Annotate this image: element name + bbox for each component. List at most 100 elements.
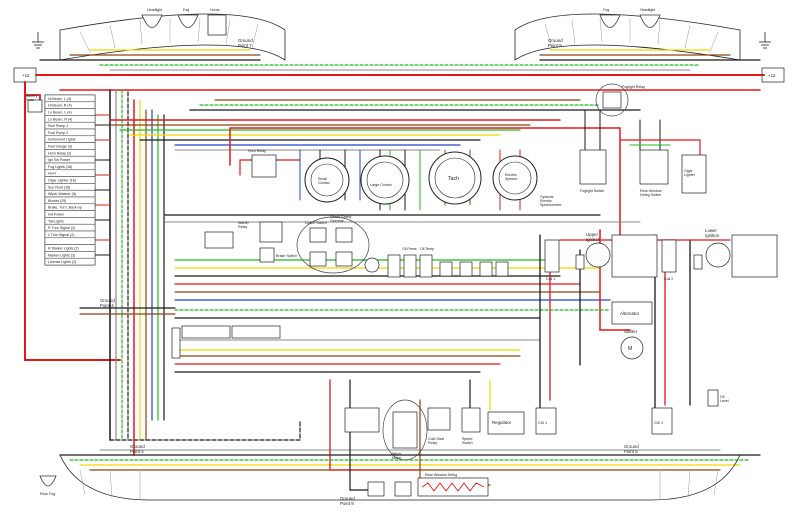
fuse-row-label: Horn [48,172,56,176]
fuse-row-label: Hi Beam, R (4) [48,104,72,108]
coil-2-label: Coil 2 [664,277,673,281]
horn-relay: Horn Relay [248,149,277,178]
rear-fog-label: Rear Fog [40,492,55,496]
foglight-right-icon [599,14,621,28]
fuse-row-label: License Lights (2) [48,260,76,264]
fuse-row-label: Lo Beam, L (4) [48,110,72,114]
brake-switch: Brake Switch [259,247,297,263]
horn-relay-label: Horn Relay [248,149,266,153]
rear-light-arc [59,454,741,501]
horn-left-icon [207,14,227,36]
fuse-row-label: Fog Lights (16) [48,165,72,169]
foglight-switch-label: Foglight Switch [580,189,604,193]
fuse-row-label: R Marker Lights (2) [48,246,79,250]
fuse-row-label: Lo Beam, R (4) [48,117,72,121]
foglight-switch: Foglight Switch [579,149,607,193]
fuse-row-label: R Turn Signal (2) [48,226,75,230]
fuse-rows: Hi Beam, L (4) Hi Beam, R (4) Lo Beam, L (… [44,94,96,266]
cdi-1: CDI 1 [535,407,557,435]
fuse-row-label: Brake, Turn, Back-up [48,206,82,210]
fuse-row-label: Marker Lights (3) [48,253,75,257]
fuse-row-label: Sun Roof (16) [48,185,70,189]
rear-defog-label: Rear Window Defog [425,473,457,477]
starter-label: Starter [624,329,638,334]
bottom-lamps: Rear Window Defog [367,473,489,497]
large-combo-label: Large Combo [370,183,392,187]
front-light-arc-right [514,13,741,61]
fuse-row [44,237,96,245]
front-light-arc-left [59,13,286,61]
fuse-row-label: Cigar Lighter (16) [48,178,76,182]
starter-motor: Starter M [620,329,644,360]
tach-gauge: Tach [428,151,482,205]
connector-row [171,231,281,359]
fuse-row-label: Ind Power [48,212,65,216]
fog-right-label: Fog [603,8,609,12]
coil-1-label: Coil 1 [546,277,555,281]
fuse-row-label: Fuel Gauge (3) [48,144,72,148]
headlight-right-icon [639,14,661,28]
ground-symbol-top-left [32,32,44,49]
oil-press-label: Oil Press [402,247,417,251]
clutch-switch-label: Clutch Switch [305,221,327,225]
alternator: Alternator [611,301,653,325]
foglight-left-icon [177,14,199,28]
fuse-row-label: Blower (25) [48,199,66,203]
oil-temp-label: Oil Temp [420,247,434,251]
fuse-row-label: Ign Sw Power [48,158,71,162]
fuse-row-label: Horn Relay (2) [48,151,71,155]
cdi-1-label: CDI 1 [538,421,547,425]
fuse-row-label: Tail Lights [48,219,64,223]
sensor-row: Oil Press Oil Temp [364,247,509,278]
cdi-2: CDI 2 [651,407,673,435]
headlight-right-label: Headlight [640,8,655,12]
svg-text:M: M [628,346,632,352]
brake-switch-label: Brake Switch [276,254,297,258]
ground-symbol-top-right [759,32,771,49]
large-combo-gauge: Large Combo [360,155,410,205]
fuse-row-label: L Turn Signal (2) [48,233,74,237]
wire-harness [24,49,765,491]
cdi-2-label: CDI 2 [654,421,663,425]
bottom-left-relays [344,407,380,433]
fuse-row-label: Fuel Pump 2 [48,131,68,135]
headlight-left-label: Headlight [147,8,162,12]
horns-label: Horns [210,8,220,12]
fuse-row-label: Instrument Lights [48,138,76,142]
fuse-row [44,257,96,266]
battery-fuse [27,99,43,113]
rear-fog-lamp-icon [39,475,57,487]
fuse-row-label: Hi Beam, L (4) [48,97,71,101]
regulator: Regulator [487,411,525,435]
foglight-relay-label: Foglight Relay [622,85,645,89]
regulator-label: Regulator [492,420,512,425]
headlight-left-icon [141,14,163,28]
